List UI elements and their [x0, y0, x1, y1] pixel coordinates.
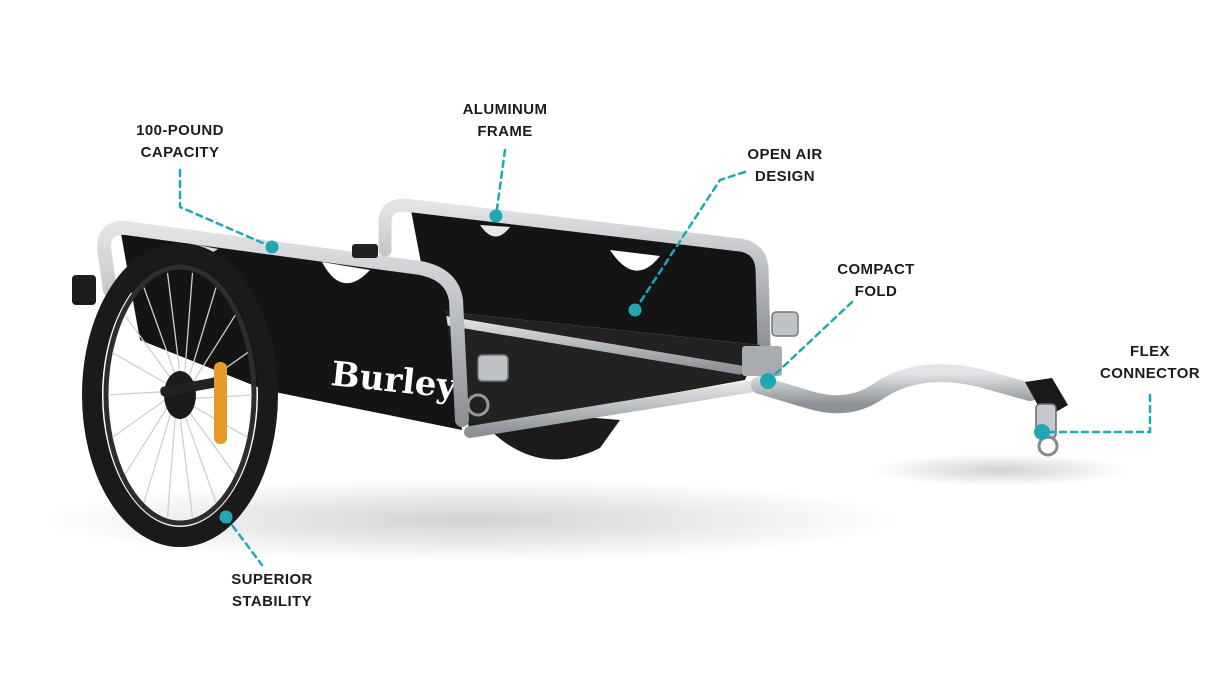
callout-frame-line2: FRAME [477, 123, 533, 140]
callout-stability-line2: STABILITY [232, 593, 312, 610]
leader-open-air [633, 170, 747, 312]
rear-frame-loop [378, 198, 771, 352]
wheel-spoke [185, 406, 236, 476]
near-wheel [82, 243, 278, 547]
callout-open-air-line2: DESIGN [755, 168, 815, 185]
rear-bracket [352, 244, 378, 258]
wheel-spoke [124, 314, 175, 384]
wheel-spoke [143, 405, 174, 503]
leader-connector [1040, 393, 1152, 434]
ground-shadow [40, 478, 900, 562]
callout-fold: COMPACT FOLD [820, 259, 932, 303]
flex-connector [1025, 378, 1068, 457]
dot-frame [489, 209, 503, 223]
fold-hinge-rear [742, 311, 799, 376]
callout-connector-line1: FLEX [1130, 343, 1170, 360]
wheel-spoke [124, 401, 172, 476]
dot-fold [760, 373, 776, 389]
wheel-spoke [166, 408, 177, 518]
wheel-spoke [182, 409, 217, 503]
dot-stability [219, 510, 233, 524]
ground-shadow-hitch [870, 454, 1130, 486]
dot-capacity [265, 240, 279, 254]
wheel-spoke [186, 287, 217, 385]
leader-stability [224, 515, 264, 567]
callout-leaders [178, 148, 1152, 567]
center-rail [425, 313, 745, 375]
leader-fold [766, 300, 854, 383]
callout-connector: FLEX CONNECTOR [1085, 341, 1215, 385]
callout-fold-line2: FOLD [854, 283, 898, 300]
callout-frame: ALUMINUM FRAME [448, 99, 562, 143]
tow-arm [751, 364, 1039, 414]
callout-fold-line1: COMPACT [837, 261, 915, 278]
cargo-floor [430, 310, 760, 430]
wheel-spoke [166, 272, 182, 381]
wheel-spoke [143, 287, 178, 381]
fold-hinge-front [466, 354, 509, 417]
callout-open-air: OPEN AIR DESIGN [730, 144, 840, 188]
callout-connector-line2: CONNECTOR [1100, 365, 1200, 382]
leader-frame [494, 148, 507, 218]
rear-light [72, 275, 96, 305]
wheel-spoke [183, 272, 194, 382]
bottom-tube [464, 379, 766, 438]
callout-frame-line1: ALUMINUM [462, 101, 548, 118]
wheel-spoke [188, 314, 236, 389]
dot-open-air [628, 303, 642, 317]
wheel-spoke [111, 395, 171, 438]
wheel-spoke [112, 352, 173, 388]
dot-connector [1034, 424, 1050, 440]
callout-dots [219, 209, 1050, 524]
wheel-reflector [214, 362, 227, 444]
callout-open-air-line1: OPEN AIR [747, 146, 823, 163]
wheel-spoke [107, 390, 171, 396]
callout-stability: SUPERIOR STABILITY [215, 569, 329, 613]
callout-capacity-line1: 100-POUND [136, 122, 224, 139]
callout-stability-line1: SUPERIOR [231, 571, 313, 588]
callout-capacity-line2: CAPACITY [140, 144, 220, 161]
wheel-spoke [178, 409, 194, 518]
callout-capacity: 100-POUND CAPACITY [118, 120, 242, 164]
leader-capacity [178, 168, 274, 249]
